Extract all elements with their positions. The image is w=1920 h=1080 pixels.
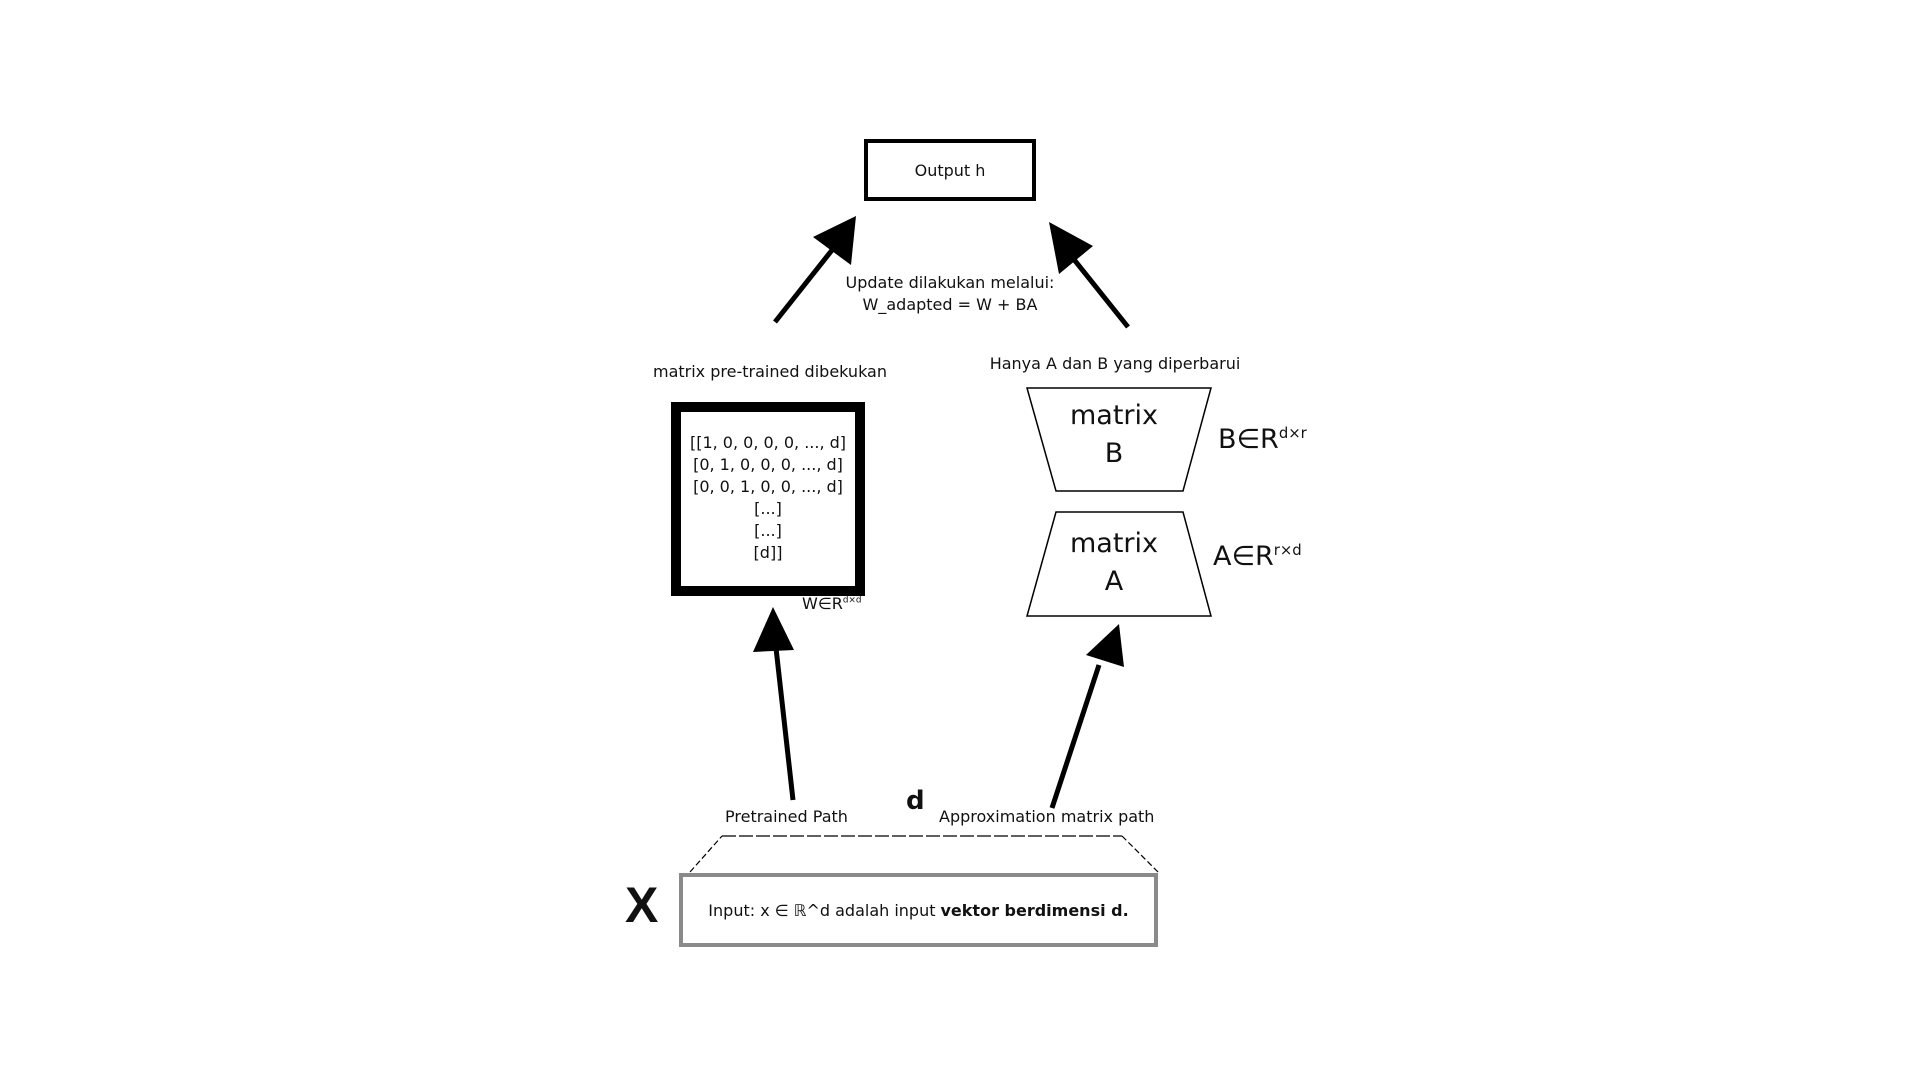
arrow-approximation-path	[1049, 624, 1124, 809]
matrix-a-label: matrix A	[1069, 528, 1158, 597]
update-note-formula: W_adapted = W + BA	[862, 295, 1038, 314]
pretrained-path-label: Pretrained Path	[725, 807, 848, 826]
input-symbol-x: X	[625, 877, 659, 933]
arrow-pretrained-path	[753, 607, 796, 801]
matrix-row: [[1, 0, 0, 0, 0, ..., d]	[689, 433, 847, 452]
dimension-bracket	[689, 835, 1159, 873]
frozen-branch-label: matrix pre-trained dibekukan	[652, 362, 887, 381]
output-box: Output h	[864, 139, 1036, 201]
b-dimension-label: B∈Rd×r	[1218, 424, 1307, 455]
matrix-row: [...]	[754, 521, 782, 540]
a-dimension-label: A∈Rr×d	[1213, 541, 1302, 572]
pretrained-weight-matrix: [[1, 0, 0, 0, 0, ..., d] [0, 1, 0, 0, 0,…	[671, 402, 865, 596]
trainable-branch-label: Hanya A dan B yang diperbarui	[989, 354, 1241, 373]
matrix-a-trapezoid	[1026, 511, 1212, 617]
output-label: Output h	[914, 160, 986, 180]
matrix-row: [0, 0, 1, 0, 0, ..., d]	[693, 477, 843, 496]
matrix-row: [...]	[754, 499, 782, 518]
input-text: Input: x ∈ ℝ^d adalah input	[708, 900, 936, 920]
matrix-row: [d]]	[753, 543, 783, 562]
arrow-to-output-left	[773, 216, 856, 324]
update-note-line1: Update dilakukan melalui:	[845, 273, 1055, 292]
update-note: Update dilakukan melalui: W_adapted = W …	[790, 272, 1110, 316]
arrow-to-output-right	[1049, 222, 1130, 329]
matrix-b-label: matrix B	[1069, 400, 1158, 469]
dimension-d-label: d	[906, 786, 925, 816]
w-dimension-label: W∈Rd×d	[802, 594, 862, 613]
input-text-bold: vektor berdimensi d.	[940, 900, 1129, 920]
matrix-row: [0, 1, 0, 0, 0, ..., d]	[693, 455, 843, 474]
approximation-path-label: Approximation matrix path	[939, 807, 1155, 826]
matrix-b-trapezoid	[1026, 387, 1212, 492]
